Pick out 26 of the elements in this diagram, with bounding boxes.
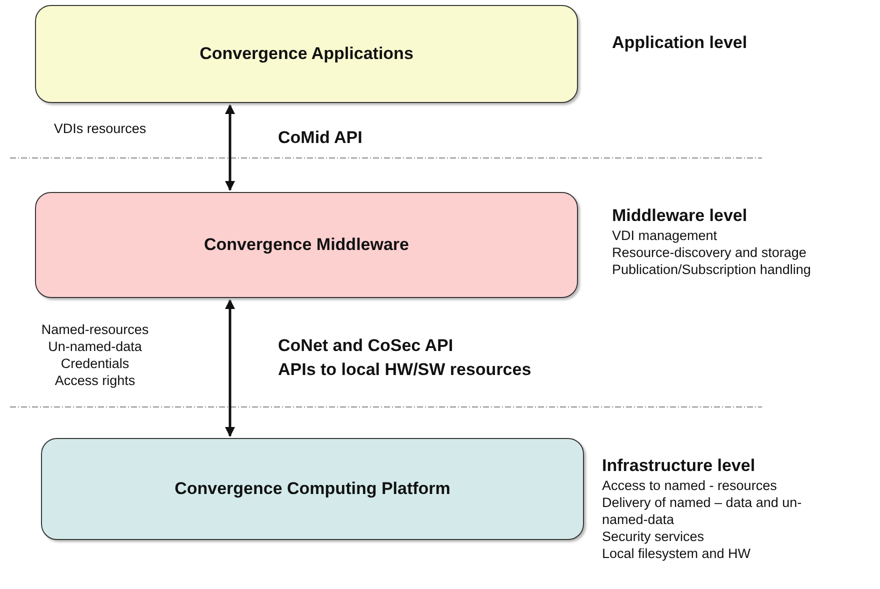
level-note: Access to named - resources [602,477,778,494]
level-heading: Application level [612,32,748,54]
layer-box [41,438,584,540]
double-arrow [225,104,235,191]
double-arrow [225,299,235,437]
level-heading: Infrastructure level [602,455,756,477]
layer-title: Convergence Computing Platform [174,479,450,499]
level-heading: Middleware level [612,205,748,227]
level-note: VDI management [612,227,718,244]
level-note: Security services [602,528,706,545]
data-label: VDIs resources [52,120,148,137]
layer-title: Convergence Middleware [204,235,409,255]
level-note: Resource-discovery and storage [612,244,808,261]
data-label: Access rights [54,372,136,389]
layer-box [35,192,578,298]
level-note: Publication/Subscription handling [612,261,812,278]
level-note: Local filesystem and HW [602,545,752,562]
data-label: Credentials [60,355,130,372]
api-label: CoNet and CoSec API [278,335,454,357]
layer-title: Convergence Applications [200,44,414,64]
api-label: APIs to local HW/SW resources [278,359,532,381]
data-label: Un-named-data [47,338,143,355]
level-note: Delivery of named – data and un-named-data [602,494,802,528]
layer-box [35,5,578,103]
data-label: Named-resources [40,321,150,338]
api-label: CoMid API [278,127,362,149]
